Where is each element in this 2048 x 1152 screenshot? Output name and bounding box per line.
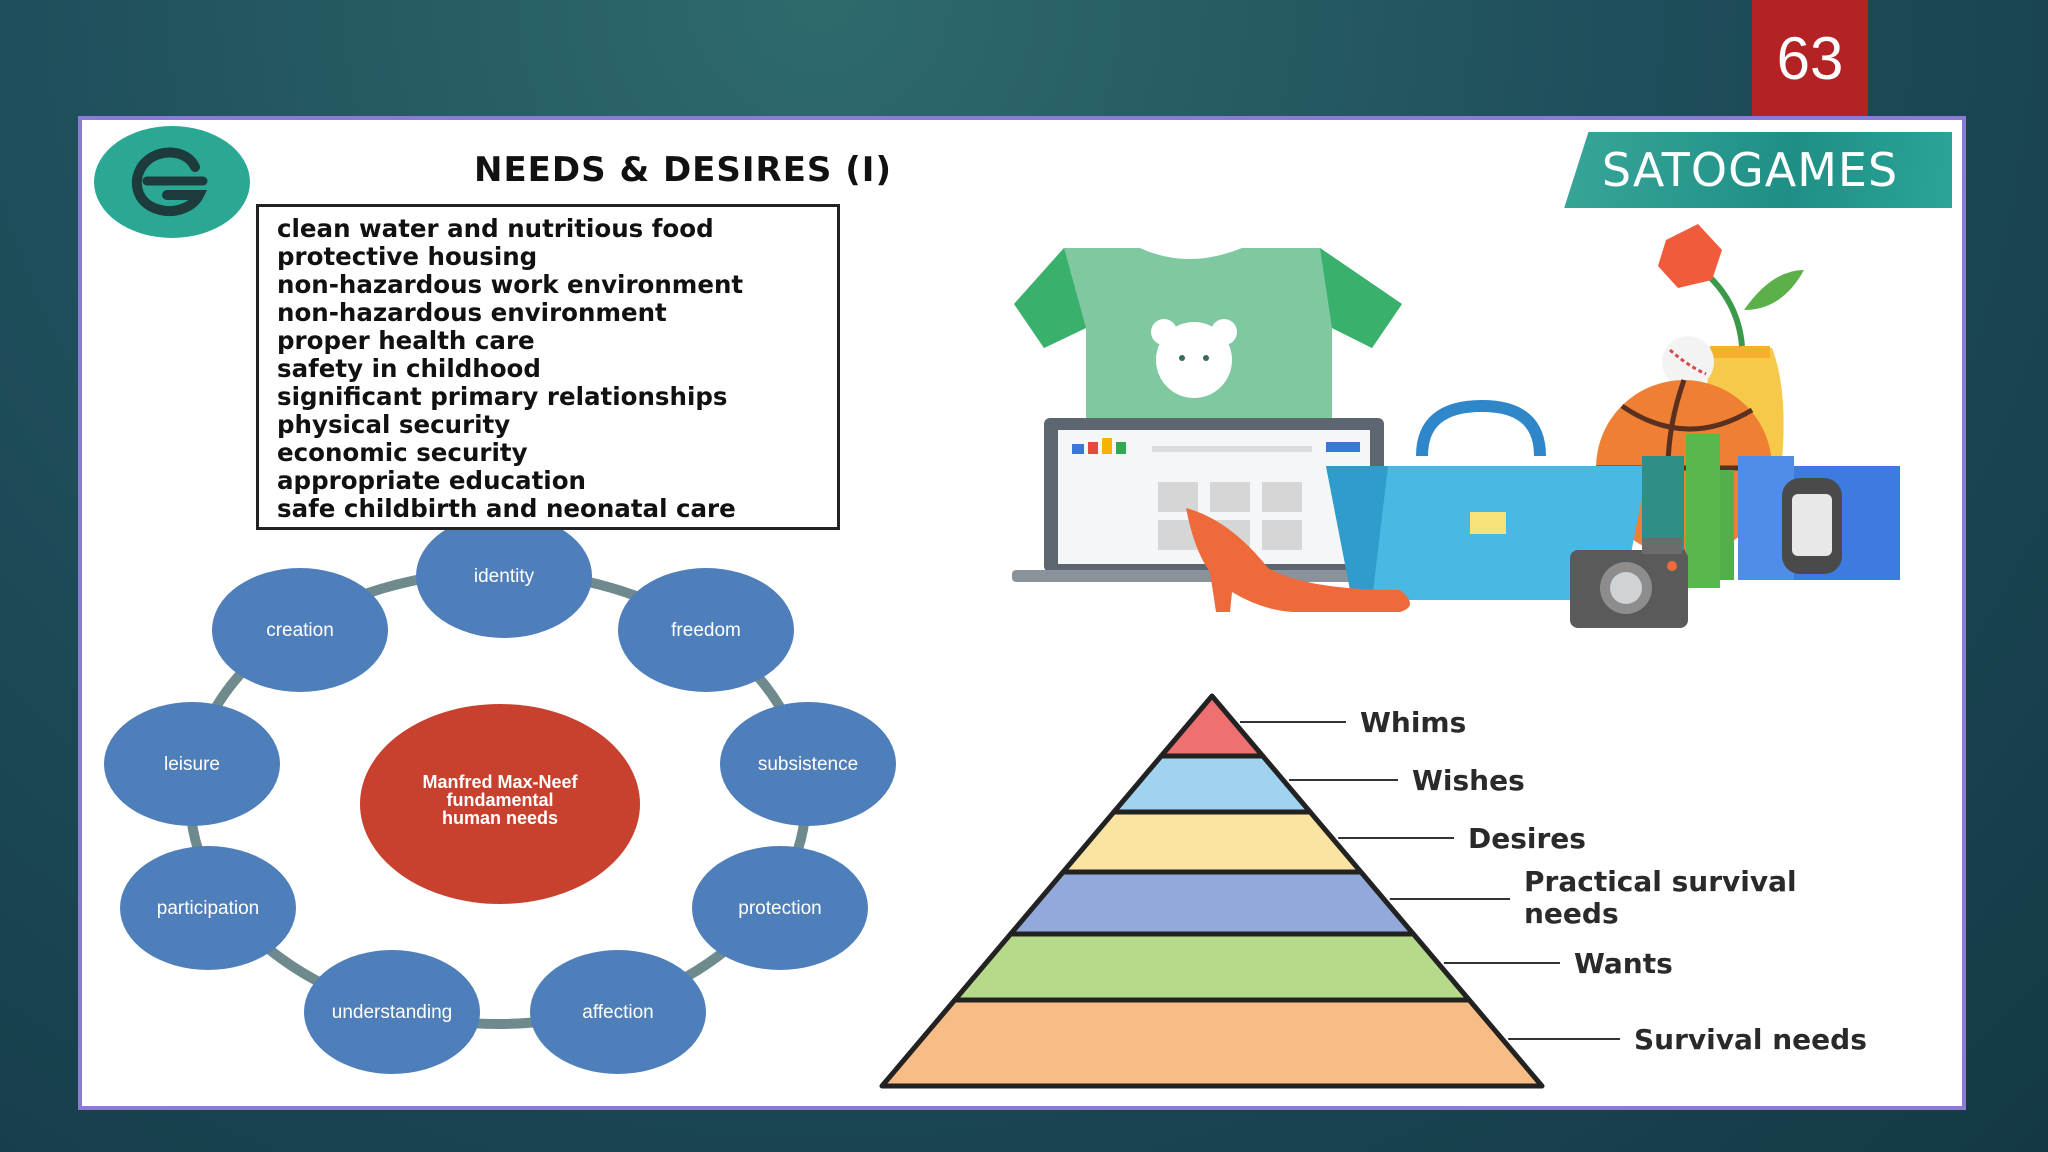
need-node (692, 846, 868, 970)
wheel-center-label: fundamental (446, 790, 553, 810)
need-node-label: participation (157, 898, 259, 919)
need-node (120, 846, 296, 970)
need-node-label: affection (582, 1002, 653, 1023)
pyramid-level-label: Desires (1468, 822, 1586, 855)
pyramid-level-label: needs (1524, 897, 1619, 930)
need-node-label: freedom (671, 620, 741, 641)
laptop-icon (1012, 418, 1416, 582)
needs-list-item: safety in childhood (277, 354, 541, 383)
need-node (104, 702, 280, 826)
pyramid-level (1111, 753, 1313, 815)
needs-list-item: economic security (277, 438, 528, 467)
need-node (304, 950, 480, 1074)
needs-list-item: appropriate education (277, 466, 586, 495)
slide-title: NEEDS & DESIRES (I) (82, 150, 1962, 190)
high-heel-shoe-icon (1186, 508, 1410, 612)
logo (94, 126, 250, 238)
needs-list-item: physical security (277, 410, 511, 439)
needs-list-item: protective housing (277, 242, 538, 271)
pyramid-level (952, 931, 1472, 1003)
need-node-label: identity (474, 566, 535, 587)
need-node (212, 568, 388, 692)
camera-icon (1570, 538, 1688, 628)
e-logo-icon (131, 147, 208, 217)
wheel-center-label: human needs (442, 808, 558, 828)
needs-list-item: clean water and nutritious food (277, 214, 714, 243)
needs-list-item: significant primary relationships (277, 382, 728, 411)
book-icon (1642, 434, 1720, 588)
page-number: 63 (1752, 0, 1868, 116)
brand-name: SATOGAMES (1601, 143, 1899, 197)
flower-vase-icon (1658, 224, 1804, 460)
pyramid-level-label: Wants (1574, 947, 1673, 980)
needs-list-item: non-hazardous work environment (277, 270, 744, 299)
need-node-label: creation (266, 620, 334, 641)
needs-list-item: safe childbirth and neonatal care (277, 494, 736, 523)
handbag-icon (1326, 399, 1648, 600)
need-node-label: protection (738, 898, 821, 919)
need-node (618, 568, 794, 692)
needs-list-item: non-hazardous environment (277, 298, 667, 327)
need-node (720, 702, 896, 826)
pyramid-level (1060, 809, 1364, 875)
pyramid-level-label: Survival needs (1634, 1023, 1867, 1056)
basketball-icon (1596, 379, 1772, 557)
pyramid-level-label: Practical survival (1524, 865, 1797, 898)
phone-box-icon (1704, 456, 1900, 580)
need-node-label: understanding (332, 1002, 452, 1023)
pyramid-level (1158, 693, 1266, 759)
need-node-label: leisure (164, 754, 220, 775)
need-node-label: subsistence (758, 754, 858, 775)
pyramid-level (879, 997, 1545, 1089)
pyramid-level (1008, 869, 1416, 937)
needs-list-item: proper health care (277, 326, 535, 355)
tshirt-icon (1014, 248, 1402, 450)
need-node (530, 950, 706, 1074)
brand-banner: SATOGAMES (1564, 132, 1952, 208)
pyramid-level-label: Whims (1360, 706, 1466, 739)
slide: NEEDS & DESIRES (I) SATOGAMES clean wate… (78, 116, 1966, 1110)
wheel-center-label: Manfred Max-Neef (422, 772, 578, 792)
need-node (416, 530, 592, 638)
slide-title-text: NEEDS & DESIRES (I) (474, 150, 892, 190)
pyramid-level-label: Wishes (1412, 764, 1525, 797)
wheel-center-circle (360, 704, 640, 904)
